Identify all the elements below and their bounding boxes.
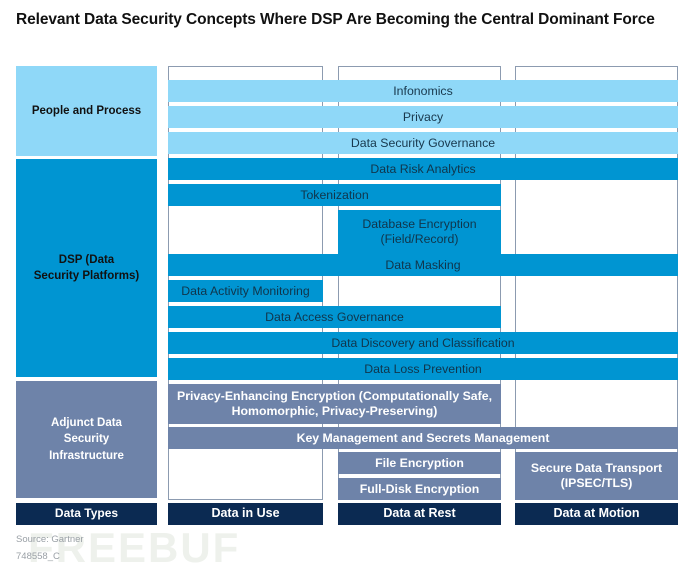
row-label-adjunct-data-security-infrastructure: Adjunct Data Security Infrastructure	[16, 381, 157, 498]
row-label-dsp-text: DSP (Data Security Platforms)	[34, 252, 139, 285]
row-label-data-types: Data Types	[16, 503, 157, 525]
row-label-dsp: DSP (Data Security Platforms)	[16, 159, 157, 377]
bar-data-discovery-and-classification[interactable]: Data Discovery and Classification	[168, 332, 678, 354]
row-category-column: People and Process DSP (Data Security Pl…	[16, 66, 157, 525]
row-label-adjunct-text: Adjunct Data Security Infrastructure	[49, 415, 124, 464]
bar-data-masking[interactable]: Data Masking	[168, 254, 678, 276]
bar-file-encryption[interactable]: File Encryption	[338, 452, 501, 474]
bar-privacy-enhancing-encryption[interactable]: Privacy-Enhancing Encryption (Computatio…	[168, 384, 501, 424]
row-label-data-types-text: Data Types	[54, 506, 119, 521]
row-label-adjunct-line1: Adjunct Data	[51, 417, 122, 429]
page-title: Relevant Data Security Concepts Where DS…	[16, 11, 655, 28]
row-label-adjunct-line3: Infrastructure	[49, 449, 124, 462]
row-label-dsp-line1: DSP (Data	[58, 253, 115, 266]
row-label-dsp-line2: Security Platforms)	[33, 270, 140, 282]
source-line-2: 748558_C	[16, 550, 60, 562]
column-header-data-at-motion[interactable]: Data at Motion	[515, 503, 678, 525]
bar-infonomics[interactable]: Infonomics	[168, 80, 678, 102]
bar-data-loss-prevention[interactable]: Data Loss Prevention	[168, 358, 678, 380]
bar-database-encryption[interactable]: Database Encryption (Field/Record)	[338, 210, 501, 254]
column-header-data-in-use[interactable]: Data in Use	[168, 503, 323, 525]
row-label-adjunct-line2: Security	[63, 433, 110, 446]
row-label-people-and-process: People and Process	[16, 66, 157, 156]
bar-privacy[interactable]: Privacy	[168, 106, 678, 128]
bar-full-disk-encryption[interactable]: Full-Disk Encryption	[338, 478, 501, 500]
column-header-data-at-rest[interactable]: Data at Rest	[338, 503, 501, 525]
bar-data-risk-analytics[interactable]: Data Risk Analytics	[168, 158, 678, 180]
source-note: Source: Gartner 748558_C	[16, 532, 84, 565]
source-line-1: Source: Gartner	[16, 534, 84, 545]
bar-data-security-governance[interactable]: Data Security Governance	[168, 132, 678, 154]
bar-secure-data-transport[interactable]: Secure Data Transport (IPSEC/TLS)	[515, 452, 678, 500]
bar-key-management[interactable]: Key Management and Secrets Management	[168, 427, 678, 449]
row-label-people-and-process-text: People and Process	[31, 104, 142, 117]
bar-data-access-governance[interactable]: Data Access Governance	[168, 306, 501, 328]
bar-tokenization[interactable]: Tokenization	[168, 184, 501, 206]
bar-data-activity-monitoring[interactable]: Data Activity Monitoring	[168, 280, 323, 302]
